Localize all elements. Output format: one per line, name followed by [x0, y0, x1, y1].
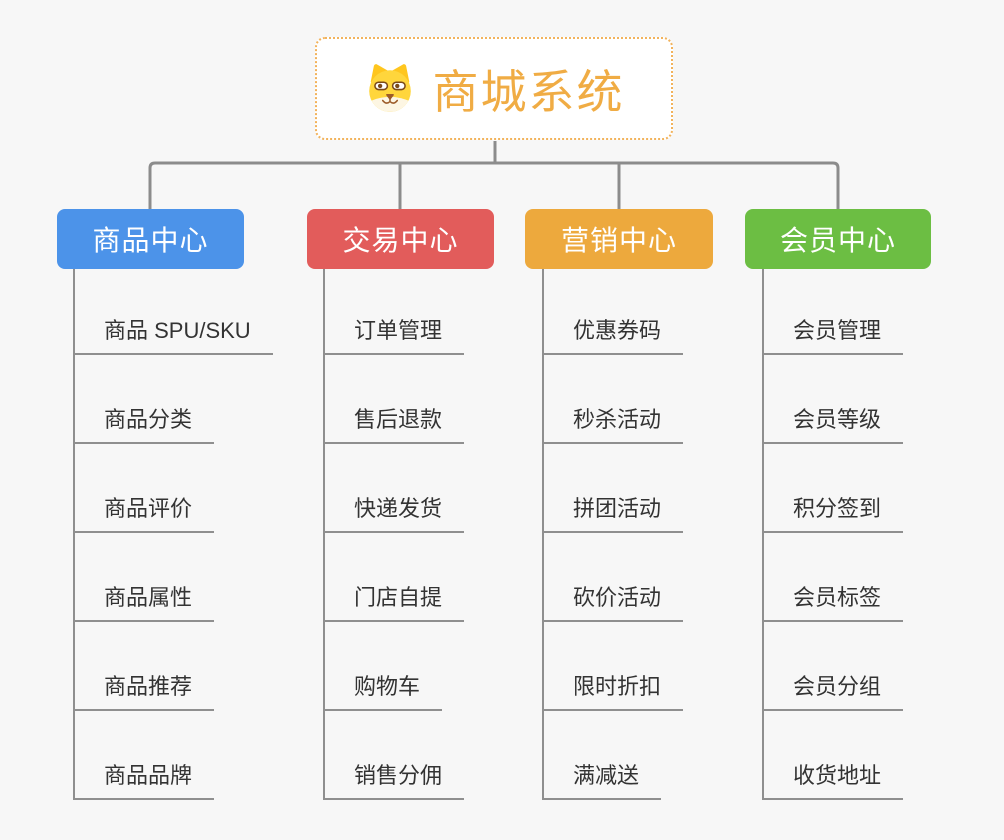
branch-member-items: 会员管理 会员等级 积分签到 会员标签 会员分组 收货地址 [762, 266, 904, 800]
list-item: 拼团活动 [542, 444, 684, 533]
list-item: 商品 SPU/SKU [73, 266, 273, 355]
branch-label: 营销中心 [560, 225, 677, 256]
list-item: 订单管理 [323, 266, 465, 355]
list-item: 秒杀活动 [542, 355, 684, 444]
subtopic-node[interactable]: 商品属性 [73, 580, 215, 622]
branch-product-items: 商品 SPU/SKU 商品分类 商品评价 商品属性 商品推荐 商品品牌 [73, 266, 273, 800]
branch-rail-line [762, 269, 764, 800]
branch-label: 交易中心 [342, 225, 459, 256]
subtopic-node[interactable]: 拼团活动 [542, 491, 684, 533]
subtopic-node[interactable]: 会员分组 [762, 669, 904, 711]
branch-label: 商品中心 [92, 225, 209, 256]
list-item: 会员标签 [762, 533, 904, 622]
subtopic-node[interactable]: 快递发货 [323, 491, 465, 533]
shiba-dog-icon [368, 64, 411, 112]
list-item: 商品品牌 [73, 711, 273, 800]
list-item: 满减送 [542, 711, 683, 800]
subtopic-node[interactable]: 收货地址 [762, 758, 904, 800]
subtopic-node[interactable]: 商品推荐 [73, 669, 215, 711]
subtopic-node[interactable]: 商品评价 [73, 491, 215, 533]
list-item: 商品属性 [73, 533, 273, 622]
branch-rail-line [73, 269, 75, 800]
subtopic-node[interactable]: 满减送 [542, 758, 662, 800]
branch-trade-items: 订单管理 售后退款 快递发货 门店自提 购物车 销售分佣 [323, 266, 465, 800]
subtopic-node[interactable]: 限时折扣 [542, 669, 684, 711]
subtopic-node[interactable]: 秒杀活动 [542, 402, 684, 444]
subtopic-node[interactable]: 会员等级 [762, 402, 904, 444]
subtopic-node[interactable]: 门店自提 [323, 580, 465, 622]
list-item: 快递发货 [323, 444, 465, 533]
list-item: 会员等级 [762, 355, 904, 444]
branch-rail-line [323, 269, 325, 800]
root-node[interactable]: 商城系统 [315, 37, 673, 140]
list-item: 收货地址 [762, 711, 904, 800]
subtopic-node[interactable]: 购物车 [323, 669, 443, 711]
list-item: 门店自提 [323, 533, 465, 622]
branch-node-trade-center[interactable]: 交易中心 [307, 209, 494, 269]
list-item: 销售分佣 [323, 711, 465, 800]
subtopic-node[interactable]: 商品分类 [73, 402, 215, 444]
branch-node-marketing-center[interactable]: 营销中心 [525, 209, 713, 269]
subtopic-node[interactable]: 售后退款 [323, 402, 465, 444]
subtopic-node[interactable]: 积分签到 [762, 491, 904, 533]
subtopic-node[interactable]: 商品品牌 [73, 758, 215, 800]
list-item: 商品评价 [73, 444, 273, 533]
list-item: 砍价活动 [542, 533, 684, 622]
subtopic-node[interactable]: 会员管理 [762, 313, 904, 355]
subtopic-node[interactable]: 会员标签 [762, 580, 904, 622]
branch-label: 会员中心 [779, 225, 896, 256]
branch-node-product-center[interactable]: 商品中心 [57, 209, 244, 269]
list-item: 会员管理 [762, 266, 904, 355]
branch-marketing-items: 优惠券码 秒杀活动 拼团活动 砍价活动 限时折扣 满减送 [542, 266, 684, 800]
list-item: 限时折扣 [542, 622, 684, 711]
list-item: 会员分组 [762, 622, 904, 711]
subtopic-node[interactable]: 商品 SPU/SKU [73, 313, 273, 355]
list-item: 优惠券码 [542, 266, 684, 355]
subtopic-node[interactable]: 订单管理 [323, 313, 465, 355]
subtopic-node[interactable]: 销售分佣 [323, 758, 465, 800]
branch-rail-line [542, 269, 544, 800]
list-item: 积分签到 [762, 444, 904, 533]
list-item: 商品推荐 [73, 622, 273, 711]
subtopic-node[interactable]: 砍价活动 [542, 580, 684, 622]
list-item: 购物车 [323, 622, 464, 711]
root-node-label: 商城系统 [432, 65, 625, 118]
list-item: 售后退款 [323, 355, 465, 444]
list-item: 商品分类 [73, 355, 273, 444]
branch-node-member-center[interactable]: 会员中心 [745, 209, 931, 269]
subtopic-node[interactable]: 优惠券码 [542, 313, 684, 355]
